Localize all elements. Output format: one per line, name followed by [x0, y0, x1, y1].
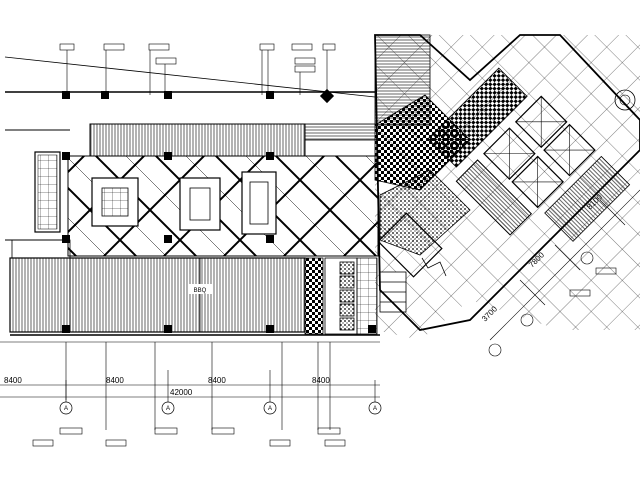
service-blocks: [304, 257, 407, 335]
left-entry-block: [11, 151, 71, 259]
striped-block-right: [304, 123, 378, 141]
bottom-reference-tags: [32, 427, 346, 447]
diamond-tile-hall: [67, 155, 379, 257]
axis-marker-3: [263, 401, 277, 415]
dim-segment-4: 8400: [312, 376, 330, 385]
dim-total: 42000: [170, 388, 193, 397]
axis-label-4: A: [373, 406, 377, 412]
dim-segment-3: 8400: [208, 376, 226, 385]
striped-hall-bottom: BBQ: [9, 257, 306, 333]
dim-segment-1: 8400: [4, 376, 22, 385]
axis-marker-1: [59, 401, 73, 415]
axis-label-1: A: [64, 406, 68, 412]
axis-marker-4: [368, 401, 382, 415]
right-dimension-lines: [469, 149, 640, 357]
hall-label: BBQ: [194, 288, 207, 294]
striped-band-top: [89, 123, 306, 157]
bottom-dimension-chain: [0, 342, 380, 430]
bottom-axis-markers: [59, 401, 382, 415]
axis-label-2: A: [166, 406, 170, 412]
rotated-wing: [374, 34, 640, 331]
axis-marker-2: [161, 401, 175, 415]
axis-label-3: A: [268, 406, 272, 412]
top-grid-references: [59, 43, 336, 95]
dim-segment-2: 8400: [106, 376, 124, 385]
